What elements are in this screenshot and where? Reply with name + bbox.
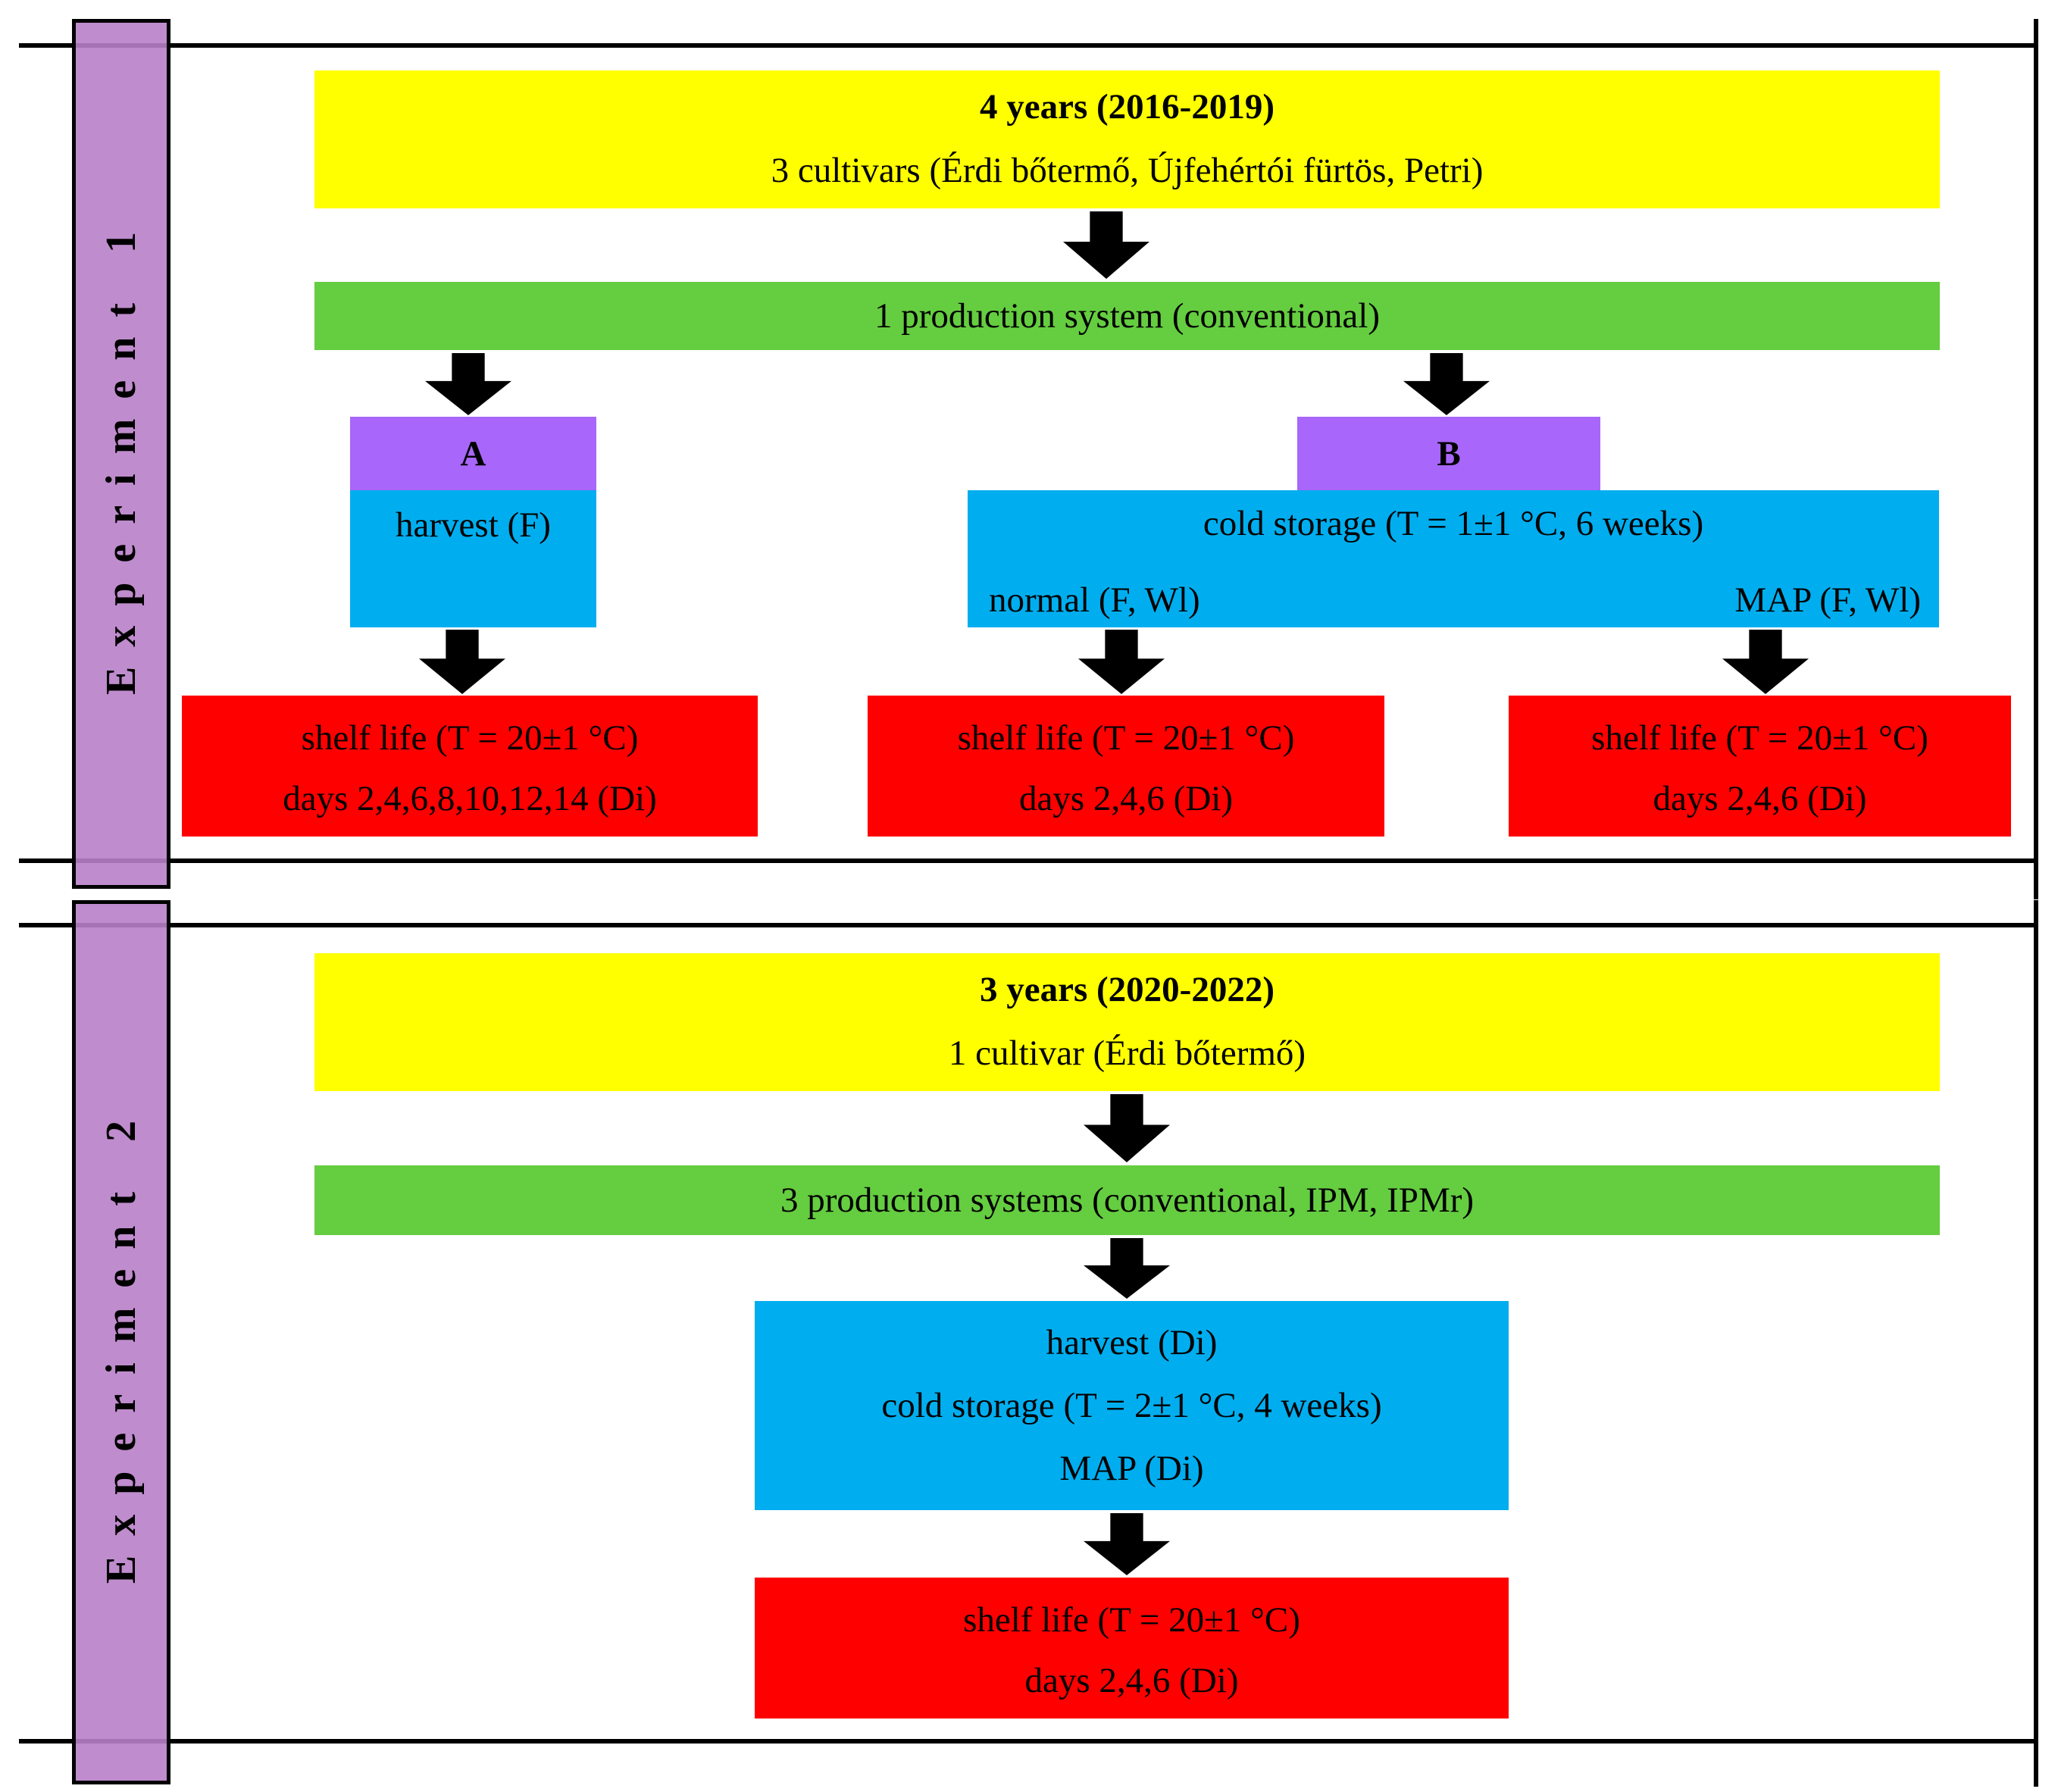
exp1-production-text: 1 production system (conventional) — [874, 296, 1380, 336]
exp1-shelf-life-a-line2: days 2,4,6,8,10,12,14 (Di) — [283, 779, 657, 818]
exp1-option-map: MAP (F, Wl) — [1734, 580, 1921, 620]
arrow-down — [1063, 211, 1149, 279]
exp1-branch-a-box: A — [350, 417, 596, 490]
arrow-down — [1722, 630, 1809, 694]
exp1-years-box: 4 years (2016-2019) 3 cultivars (Érdi bő… — [314, 70, 1940, 208]
exp1-shelf-life-map-line2: days 2,4,6 (Di) — [1653, 779, 1867, 818]
exp1-years-title: 4 years (2016-2019) — [980, 87, 1275, 127]
arrow-down — [1078, 630, 1165, 694]
exp1-production-box: 1 production system (conventional) — [314, 282, 1940, 350]
exp1-branch-b-label: B — [1437, 433, 1461, 474]
arrow-down — [1084, 1094, 1170, 1162]
exp2-production-text: 3 production systems (conventional, IPM,… — [780, 1181, 1475, 1220]
arrow-down — [1084, 1238, 1170, 1299]
exp2-years-box: 3 years (2020-2022) 1 cultivar (Érdi bőt… — [314, 953, 1940, 1091]
exp1-branch-a-label: A — [460, 433, 486, 474]
exp1-shelf-life-box-normal: shelf life (T = 20±1 °C) days 2,4,6 (Di) — [868, 696, 1384, 837]
exp1-sidebar-label: Experiment 1 — [98, 212, 145, 696]
exp1-shelf-life-normal-line1: shelf life (T = 20±1 °C) — [957, 718, 1295, 758]
exp1-right-border-line — [2034, 19, 2038, 899]
exp1-harvest-box: harvest (F) — [350, 490, 596, 627]
exp2-cultivar-text: 1 cultivar (Érdi bőtermő) — [948, 1034, 1306, 1073]
exp1-cold-storage-box: cold storage (T = 1±1 °C, 6 weeks) norma… — [968, 490, 1939, 627]
exp2-years-title: 3 years (2020-2022) — [980, 970, 1275, 1009]
exp2-production-box: 3 production systems (conventional, IPM,… — [314, 1165, 1940, 1235]
exp1-cold-storage-title: cold storage (T = 1±1 °C, 6 weeks) — [1203, 504, 1704, 543]
exp1-shelf-life-a-line1: shelf life (T = 20±1 °C) — [301, 718, 639, 758]
exp1-shelf-life-box-map: shelf life (T = 20±1 °C) days 2,4,6 (Di) — [1509, 696, 2011, 837]
exp2-treatment-line2: cold storage (T = 2±1 °C, 4 weeks) — [881, 1386, 1382, 1425]
arrow-down — [1403, 353, 1490, 415]
exp1-top-border-line — [19, 43, 2038, 48]
exp2-treatment-line1: harvest (Di) — [1046, 1323, 1218, 1362]
arrow-down — [419, 630, 505, 694]
exp1-sidebar: Experiment 1 — [72, 19, 170, 889]
exp1-storage-options-row: normal (F, Wl) MAP (F, Wl) — [968, 579, 1939, 621]
exp1-branch-b-box: B — [1297, 417, 1600, 490]
exp1-harvest-text: harvest (F) — [396, 505, 551, 545]
exp2-shelf-life-line1: shelf life (T = 20±1 °C) — [963, 1600, 1300, 1640]
exp1-cultivars-text: 3 cultivars (Érdi bőtermő, Újfehértói fü… — [771, 151, 1484, 190]
arrow-down — [425, 353, 511, 415]
exp2-treatment-line3: MAP (Di) — [1059, 1449, 1204, 1488]
exp2-bottom-border-line — [19, 1739, 2038, 1744]
exp2-shelf-life-line2: days 2,4,6 (Di) — [1024, 1661, 1239, 1700]
exp2-shelf-life-box: shelf life (T = 20±1 °C) days 2,4,6 (Di) — [755, 1578, 1509, 1719]
exp2-treatment-box: harvest (Di) cold storage (T = 2±1 °C, 4… — [755, 1301, 1509, 1510]
exp2-right-border-line — [2034, 900, 2038, 1787]
exp2-top-border-line — [19, 923, 2038, 927]
exp1-shelf-life-map-line1: shelf life (T = 20±1 °C) — [1591, 718, 1928, 758]
exp2-sidebar: Experiment 2 — [72, 900, 170, 1784]
exp1-option-normal: normal (F, Wl) — [989, 580, 1200, 620]
exp2-sidebar-label: Experiment 2 — [98, 1100, 145, 1584]
exp1-bottom-border-line — [19, 858, 2038, 863]
arrow-down — [1084, 1513, 1170, 1575]
exp1-shelf-life-normal-line2: days 2,4,6 (Di) — [1019, 779, 1233, 818]
exp1-shelf-life-box-a: shelf life (T = 20±1 °C) days 2,4,6,8,10… — [182, 696, 758, 837]
